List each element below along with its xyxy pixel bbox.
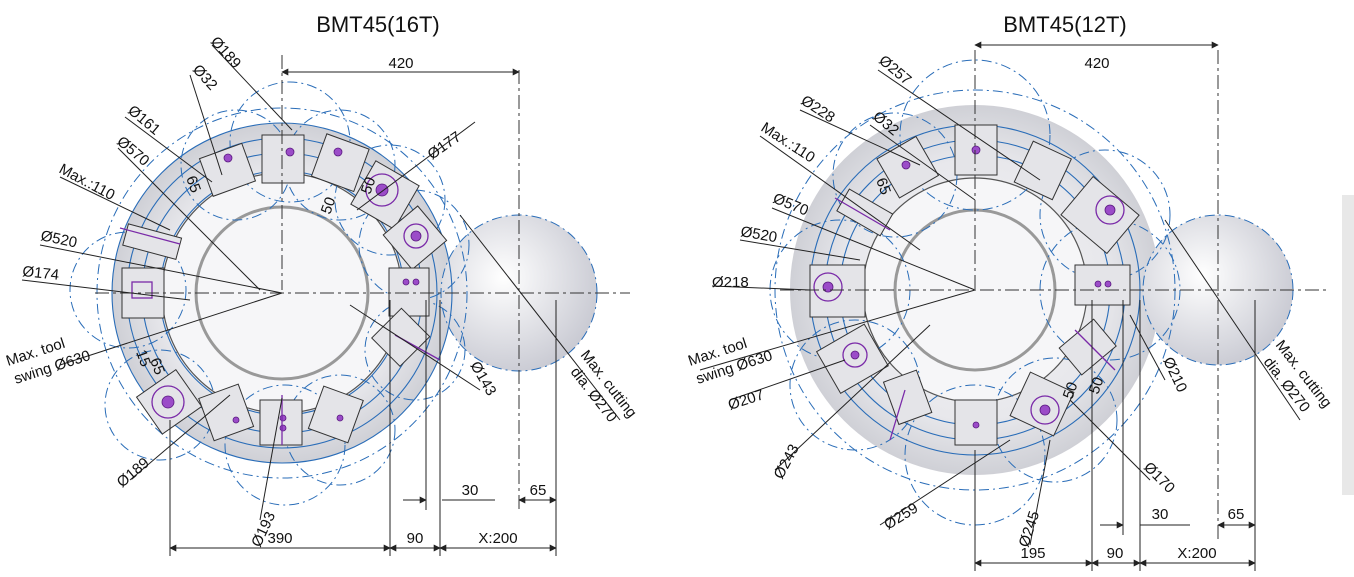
right-d243: Ø243 (771, 441, 803, 481)
left-dim-30: 30 (462, 482, 479, 499)
left-dim-65b: 65 (146, 356, 168, 377)
left-dim-420: 420 (388, 55, 413, 72)
right-dim-x200: X:200 (1177, 545, 1216, 562)
left-d570: Ø570 (113, 133, 152, 170)
left-tool-details (119, 147, 441, 445)
right-leaders (699, 69, 1301, 546)
left-dim-50a: 50 (318, 195, 340, 216)
left-d520: Ø520 (39, 227, 78, 251)
right-tool-details (813, 145, 1125, 441)
right-drawing: BMT45(12T) (686, 12, 1335, 571)
right-d245: Ø245 (1016, 509, 1044, 549)
left-dim-x200: X:200 (478, 530, 517, 547)
edge-scroll-strip (1342, 195, 1354, 495)
left-d177: Ø177 (425, 128, 465, 163)
right-dim-420: 420 (1084, 55, 1109, 72)
right-d207: Ø207 (726, 386, 766, 414)
left-dim-90: 90 (407, 530, 424, 547)
right-d210: Ø210 (1159, 355, 1190, 395)
left-workpiece (441, 215, 597, 371)
left-d189-top: Ø189 (207, 33, 244, 72)
right-d218: Ø218 (712, 274, 749, 291)
right-d228: Ø228 (798, 92, 838, 126)
right-dim-65b: 65 (1228, 506, 1245, 523)
left-max110: Max.:110 (56, 161, 117, 204)
left-dim-50b: 50 (358, 175, 380, 196)
left-dim-65a: 65 (182, 174, 204, 195)
right-d257: Ø257 (875, 52, 914, 89)
right-d520: Ø520 (739, 223, 778, 246)
left-d32: Ø32 (189, 61, 221, 93)
right-max110: Max.:110 (758, 119, 818, 166)
left-d189-bot: Ø189 (114, 454, 153, 491)
left-dim-65c: 65 (530, 482, 547, 499)
left-dimensions (169, 68, 557, 556)
right-d170: Ø170 (1140, 459, 1178, 497)
right-dim-50b: 50 (1086, 375, 1108, 396)
right-dim-65: 65 (872, 176, 894, 197)
right-d259: Ø259 (881, 500, 921, 534)
left-title: BMT45(16T) (316, 12, 439, 37)
left-dim-390: 390 (267, 530, 292, 547)
right-title: BMT45(12T) (1003, 12, 1126, 37)
left-dim-15: 15 (132, 348, 154, 369)
left-d174: Ø174 (22, 263, 60, 284)
right-dim-30: 30 (1152, 506, 1169, 523)
right-dimensions (974, 41, 1256, 571)
left-leaders (21, 44, 621, 521)
right-dim-195: 195 (1020, 545, 1045, 562)
right-dim-90: 90 (1107, 545, 1124, 562)
right-dim-50a: 50 (1060, 380, 1082, 401)
left-drawing: BMT45(16T) (4, 12, 640, 556)
